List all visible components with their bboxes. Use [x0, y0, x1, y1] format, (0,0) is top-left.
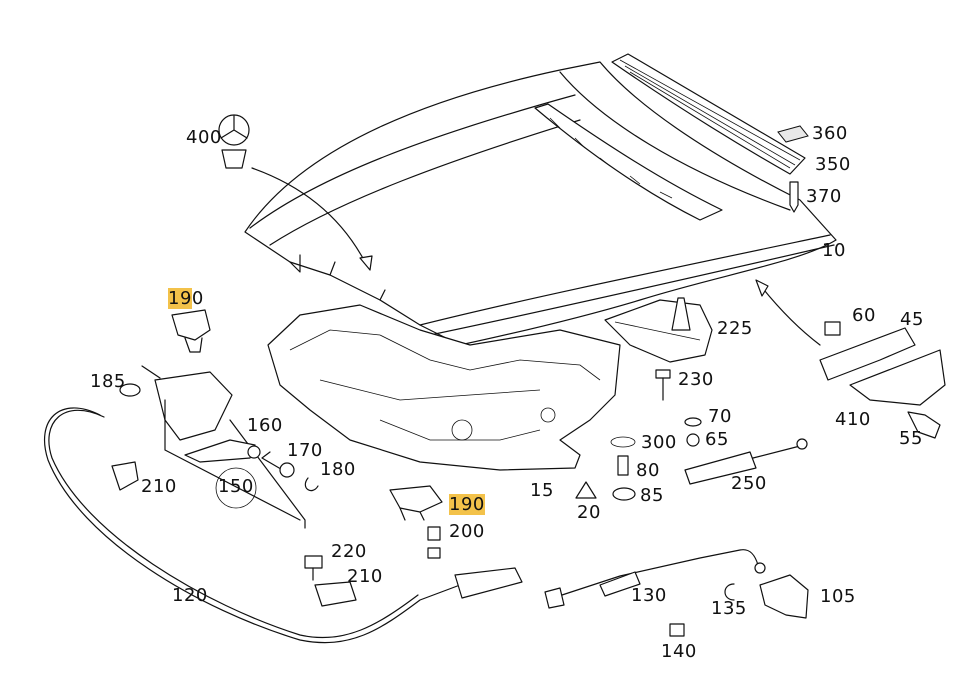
label-80: 80 — [636, 460, 660, 481]
label-85: 85 — [640, 485, 664, 506]
label-230: 230 — [678, 369, 714, 390]
label-210-bottom: 210 — [347, 566, 383, 587]
label-70: 70 — [708, 406, 732, 427]
label-190-mid-highlight: 190 — [449, 494, 485, 515]
label-370: 370 — [806, 186, 842, 207]
label-300: 300 — [641, 432, 677, 453]
label-185: 185 — [90, 371, 126, 392]
label-45: 45 — [900, 309, 924, 330]
label-350: 350 — [815, 154, 851, 175]
label-190-top-rest: 0 — [191, 288, 204, 309]
gas-strut-250 — [575, 417, 808, 501]
label-135: 135 — [711, 598, 747, 619]
star-emblem-400 — [218, 114, 373, 271]
label-60: 60 — [852, 305, 876, 326]
label-15: 15 — [530, 480, 554, 501]
label-20: 20 — [577, 502, 601, 523]
label-200: 200 — [449, 521, 485, 542]
label-400: 400 — [186, 127, 222, 148]
label-10: 10 — [822, 240, 846, 261]
label-120: 120 — [172, 585, 208, 606]
label-140: 140 — [661, 641, 697, 662]
label-150: 150 — [218, 476, 254, 497]
label-55: 55 — [899, 428, 923, 449]
lock-bracket-185 — [119, 309, 319, 529]
label-180: 180 — [320, 459, 356, 480]
label-225: 225 — [717, 318, 753, 339]
cowl-grille-350 — [611, 53, 809, 213]
hinge-assembly-45 — [755, 279, 946, 439]
label-160: 160 — [247, 415, 283, 436]
label-250: 250 — [731, 473, 767, 494]
label-360: 360 — [812, 123, 848, 144]
insulation-mat-15 — [267, 304, 621, 471]
label-190-top: 190 — [168, 288, 204, 309]
label-190-top-highlight: 19 — [168, 288, 192, 309]
label-220: 220 — [331, 541, 367, 562]
label-130: 130 — [631, 585, 667, 606]
label-65: 65 — [705, 429, 729, 450]
label-410: 410 — [835, 409, 871, 430]
bowden-cable-130 — [544, 549, 809, 637]
label-210-left: 210 — [141, 476, 177, 497]
label-190-mid: 190 — [449, 494, 485, 515]
sound-absorber-225 — [604, 297, 713, 363]
screw-230 — [655, 369, 671, 401]
release-cable-120 — [43, 407, 523, 644]
label-170: 170 — [287, 440, 323, 461]
label-105: 105 — [820, 586, 856, 607]
hood-part-10 — [244, 61, 837, 346]
